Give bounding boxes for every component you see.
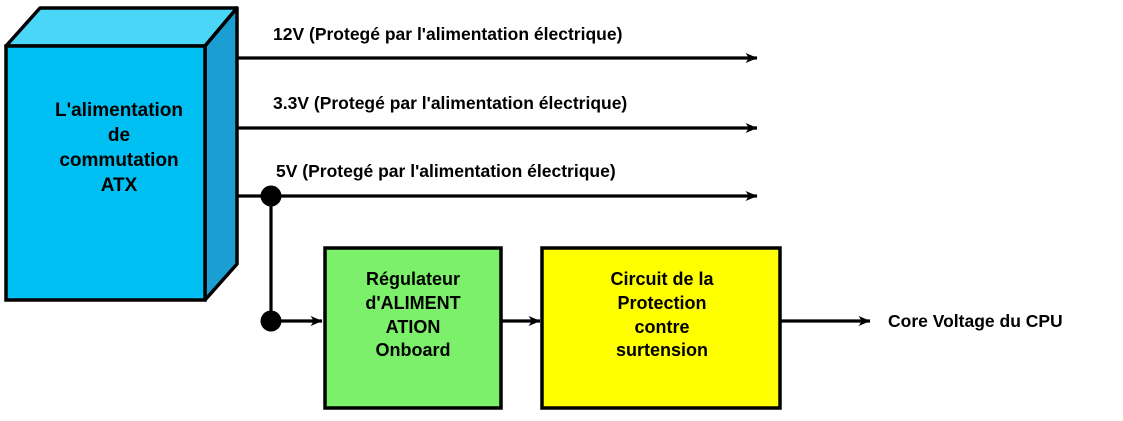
rail-5v-label: 5V (Protegé par l'alimentation électriqu… bbox=[276, 161, 616, 181]
regulator-box[interactable] bbox=[323, 246, 503, 410]
psu-top-face bbox=[4, 6, 239, 48]
psu-3d-block bbox=[4, 6, 239, 302]
rail-12v-label: 12V (Protegé par l'alimentation électriq… bbox=[273, 24, 623, 44]
psu-side-face bbox=[203, 6, 239, 302]
cpu-core-voltage-label: Core Voltage du CPU bbox=[888, 311, 1063, 331]
junction-dot-regulator-input bbox=[260, 310, 282, 332]
junction-dot-5v-rail bbox=[260, 185, 282, 207]
rail-3v3-label: 3.3V (Protegé par l'alimentation électri… bbox=[273, 93, 628, 113]
ovp-box[interactable] bbox=[540, 246, 782, 410]
psu-front-face bbox=[4, 44, 207, 302]
